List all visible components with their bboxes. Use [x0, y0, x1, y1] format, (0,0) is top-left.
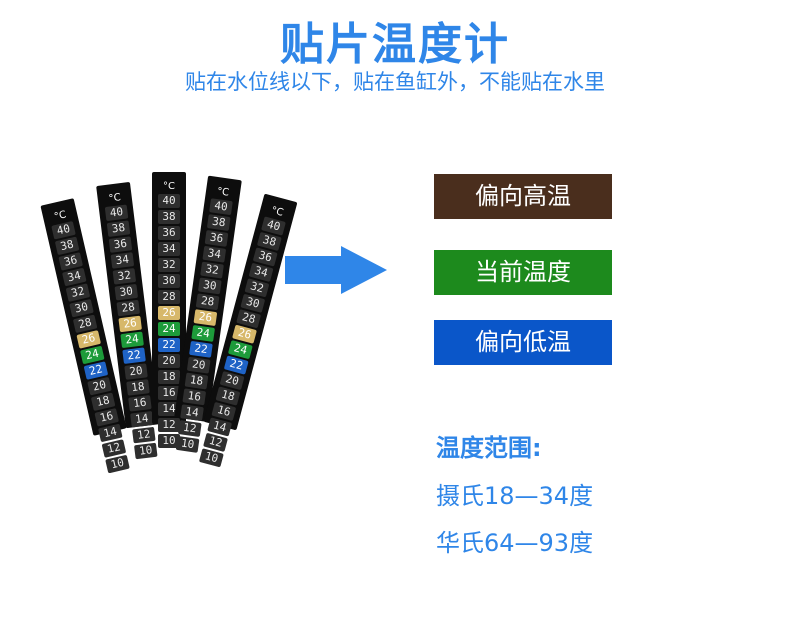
strip-temp-cell: 16	[158, 386, 180, 400]
strip-temp-cell: 26	[118, 315, 142, 333]
range-celsius: 摄氏18—34度	[436, 482, 594, 510]
strip-temp-cell: 26	[158, 306, 180, 320]
strip-temp-cell: 38	[106, 220, 131, 237]
strip-temp-cell: 36	[204, 229, 229, 247]
strip-temp-cell: 30	[197, 277, 222, 295]
strip-temp-cell: 24	[158, 322, 180, 336]
legend-current-temp-label: 当前温度	[475, 258, 571, 286]
strip-temp-cell: 40	[209, 198, 233, 216]
strip-unit-label: °C	[163, 181, 175, 192]
strip-temp-cell: 18	[126, 379, 150, 396]
strip-temp-cell: 40	[104, 204, 129, 222]
strip-temp-cell: 20	[158, 354, 180, 368]
strip-temp-cell: 10	[134, 442, 158, 460]
strip-temp-cell: 28	[158, 290, 180, 304]
legend-high-temp: 偏向高温	[434, 174, 612, 219]
strip-temp-cell: 26	[193, 309, 218, 327]
strip-temp-cell: 32	[112, 268, 137, 285]
strip-temp-cell: 36	[108, 236, 133, 253]
strip-temp-cell: 34	[158, 242, 180, 256]
range-fahrenheit: 华氏64—93度	[436, 529, 594, 557]
strip-temp-cell: 12	[158, 418, 180, 432]
strip-temp-cell: 14	[180, 404, 204, 422]
strip-temp-cell: 20	[124, 363, 148, 380]
strip-temp-cell: 28	[195, 293, 220, 311]
legend-current-temp: 当前温度	[434, 250, 612, 295]
legend-low-temp-label: 偏向低温	[475, 328, 571, 356]
strip-temp-cell: 28	[116, 299, 141, 317]
strip-temp-cell: 24	[191, 325, 216, 342]
strip-temp-cell: 12	[132, 426, 156, 444]
strip-temp-cell: 32	[158, 258, 180, 272]
strip-temp-cell: 30	[158, 274, 180, 288]
strip-temp-cell: 34	[202, 245, 227, 263]
strip-temp-cell: 30	[114, 283, 139, 301]
strip-temp-cell: 18	[158, 370, 180, 384]
page-subtitle: 贴在水位线以下，贴在鱼缸外，不能贴在水里	[185, 70, 605, 94]
strip-temp-cell: 34	[110, 252, 135, 269]
legend-high-temp-label: 偏向高温	[475, 182, 571, 210]
page-title: 贴片温度计	[280, 19, 510, 70]
strip-temp-cell: 38	[206, 214, 231, 232]
strip-temp-cell: 12	[177, 420, 202, 438]
strip-temp-cell: 36	[158, 226, 180, 240]
legend-low-temp: 偏向低温	[434, 320, 612, 365]
range-heading: 温度范围:	[436, 434, 542, 462]
strip-temp-cell: 16	[128, 395, 152, 412]
strip-temp-cell: 20	[186, 356, 211, 374]
strip-temp-cell: 10	[158, 434, 180, 448]
strip-temp-cell: 22	[122, 347, 146, 364]
strip-temp-cell: 22	[189, 340, 213, 358]
arrow-right-icon	[285, 246, 387, 294]
strip-temp-cell: 16	[182, 388, 207, 406]
strip-temp-cell: 40	[158, 194, 180, 208]
strip-temp-cell: 14	[130, 410, 154, 428]
strip-temp-cell: 18	[184, 372, 209, 390]
strip-temp-cell: 22	[158, 338, 180, 352]
strip-temp-cell: 38	[158, 210, 180, 224]
strip-temp-cell: 10	[105, 454, 130, 474]
strip-temp-cell: 24	[120, 331, 144, 349]
strip-temp-cell: 10	[175, 435, 200, 453]
strip-temp-cell: 32	[200, 261, 224, 279]
